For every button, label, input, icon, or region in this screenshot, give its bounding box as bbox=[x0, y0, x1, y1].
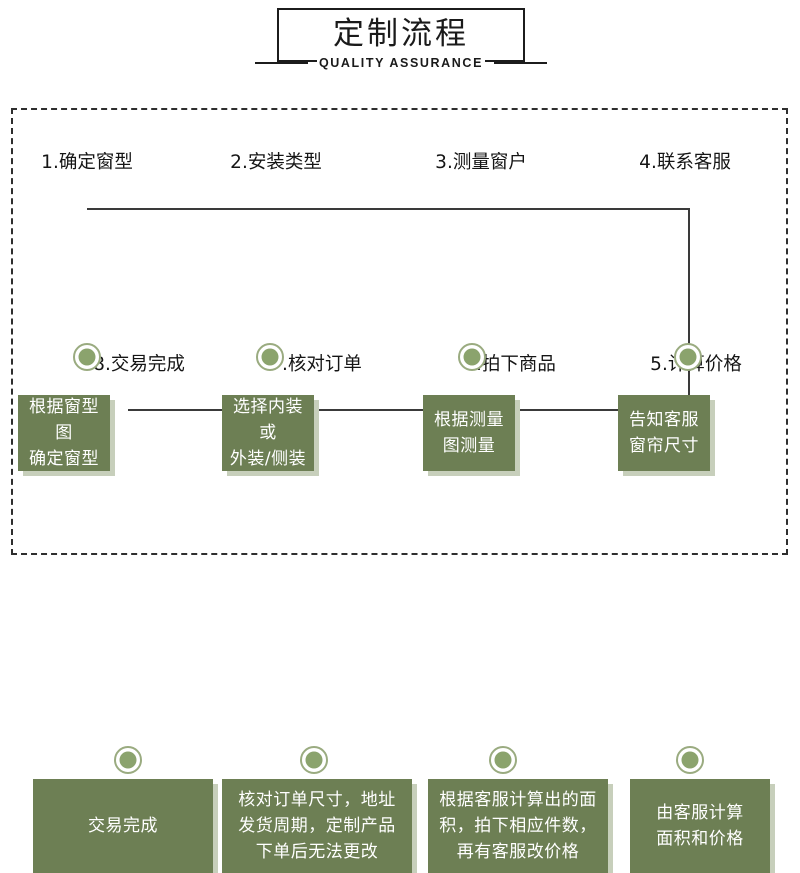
step-card-4: 告知客服窗帘尺寸 bbox=[618, 395, 710, 471]
card-line: 根据窗型图 bbox=[29, 397, 99, 443]
page-header: 定制流程 QUALITY ASSURANCE bbox=[0, 0, 800, 96]
step-card-text-7: 核对订单尺寸，地址发货周期，定制产品下单后无法更改 bbox=[232, 787, 402, 865]
step-caption-2: 2.安装类型 bbox=[230, 152, 322, 173]
flow-panel bbox=[11, 108, 788, 555]
step-node-1 bbox=[73, 343, 101, 371]
step-card-7: 核对订单尺寸，地址发货周期，定制产品下单后无法更改 bbox=[222, 779, 412, 873]
card-line: 交易完成 bbox=[88, 816, 158, 836]
step-node-5 bbox=[676, 746, 704, 774]
card-line: 选择内装或 bbox=[233, 397, 303, 443]
subtitle-rule-left bbox=[255, 62, 308, 64]
step-card-text-2: 选择内装或外装/侧装 bbox=[222, 394, 314, 472]
step-caption-4: 4.联系客服 bbox=[639, 152, 731, 173]
card-line: 根据测量 bbox=[434, 410, 504, 430]
step-card-text-3: 根据测量图测量 bbox=[428, 407, 510, 459]
step-card-text-1: 根据窗型图确定窗型 bbox=[18, 394, 110, 472]
card-line: 窗帘尺寸 bbox=[629, 436, 699, 456]
step-caption-7: 7.核对订单 bbox=[270, 354, 362, 375]
step-node-4 bbox=[674, 343, 702, 371]
step-card-1: 根据窗型图确定窗型 bbox=[18, 395, 110, 471]
subtitle-rule-right bbox=[494, 62, 547, 64]
step-caption-3: 3.测量窗户 bbox=[435, 152, 527, 173]
subtitle-text: QUALITY ASSURANCE bbox=[316, 56, 486, 70]
step-card-text-5: 由客服计算面积和价格 bbox=[650, 800, 750, 852]
card-line: 告知客服 bbox=[629, 410, 699, 430]
step-card-6: 根据客服计算出的面积，拍下相应件数， 再有客服改价格 bbox=[428, 779, 608, 873]
card-line: 确定窗型 bbox=[29, 449, 99, 469]
card-line: 核对订单尺寸，地址 bbox=[238, 790, 396, 810]
step-card-text-8: 交易完成 bbox=[82, 813, 164, 839]
card-line: 下单后无法更改 bbox=[255, 842, 379, 862]
connector-line-row-bottom bbox=[128, 409, 690, 411]
step-card-3: 根据测量图测量 bbox=[423, 395, 515, 471]
step-node-7 bbox=[300, 746, 328, 774]
card-line: 积，拍下相应件数， bbox=[439, 816, 597, 836]
step-card-2: 选择内装或外装/侧装 bbox=[222, 395, 314, 471]
flow-row-top: 1.确定窗型根据窗型图确定窗型 2.安装类型选择内装或外装/侧装 3.测量窗户根据测… bbox=[0, 148, 800, 471]
subtitle-row: QUALITY ASSURANCE bbox=[255, 53, 547, 73]
step-caption-8: 8.交易完成 bbox=[93, 354, 185, 375]
connector-line-vertical bbox=[688, 208, 690, 411]
connector-line-row-top bbox=[87, 208, 688, 210]
step-node-8 bbox=[114, 746, 142, 774]
step-card-text-6: 根据客服计算出的面积，拍下相应件数， 再有客服改价格 bbox=[433, 787, 603, 865]
step-card-5: 由客服计算面积和价格 bbox=[630, 779, 770, 873]
card-line: 发货周期，定制产品 bbox=[238, 816, 396, 836]
card-line: 图测量 bbox=[442, 436, 496, 456]
card-line: 由客服计算 bbox=[656, 803, 744, 823]
card-line: 再有客服改价格 bbox=[456, 842, 580, 862]
step-node-3 bbox=[458, 343, 486, 371]
card-line: 外装/侧装 bbox=[229, 449, 307, 469]
page-title: 定制流程 bbox=[333, 16, 469, 52]
step-caption-6: 6.拍下商品 bbox=[464, 354, 556, 375]
card-line: 面积和价格 bbox=[656, 829, 744, 849]
card-line: 根据客服计算出的面 bbox=[439, 790, 597, 810]
step-card-8: 交易完成 bbox=[33, 779, 213, 873]
step-node-6 bbox=[489, 746, 517, 774]
step-caption-1: 1.确定窗型 bbox=[41, 152, 133, 173]
step-card-text-4: 告知客服窗帘尺寸 bbox=[623, 407, 705, 459]
step-node-2 bbox=[256, 343, 284, 371]
